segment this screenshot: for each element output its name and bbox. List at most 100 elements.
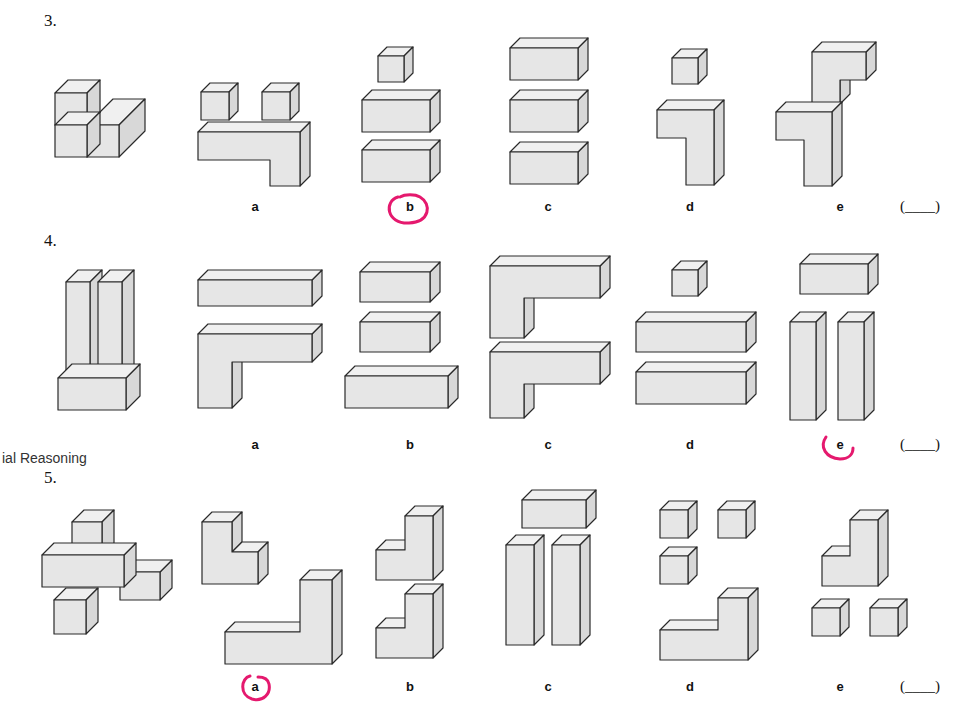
block-piece xyxy=(870,599,907,636)
block-piece xyxy=(198,270,322,306)
answer-blank: (____) xyxy=(900,678,940,695)
block-face xyxy=(510,142,588,152)
block-face xyxy=(198,280,312,306)
block-face xyxy=(746,501,755,538)
block-face xyxy=(262,92,290,120)
block-face xyxy=(345,376,448,408)
block-face xyxy=(490,342,610,352)
block-piece xyxy=(198,122,310,186)
block-face xyxy=(198,122,310,132)
block-piece xyxy=(66,270,102,378)
block-face xyxy=(229,83,238,120)
block-piece xyxy=(838,312,874,420)
block-face xyxy=(522,490,596,500)
block-face xyxy=(812,42,876,52)
block-face xyxy=(506,545,534,645)
option-letter: e xyxy=(836,438,843,452)
block-face xyxy=(86,588,98,634)
block-figures xyxy=(42,38,907,664)
block-face xyxy=(510,48,578,80)
block-face xyxy=(790,322,816,420)
block-face xyxy=(360,322,430,352)
block-face xyxy=(198,270,322,280)
block-face xyxy=(258,542,268,584)
block-piece xyxy=(506,535,544,645)
answer-blank: (____) xyxy=(900,436,940,453)
block-face xyxy=(376,516,433,580)
block-face xyxy=(490,352,600,418)
option-letter: e xyxy=(836,200,843,214)
block-piece xyxy=(225,570,342,664)
option-letter: a xyxy=(251,200,258,214)
block-piece xyxy=(362,140,440,182)
block-face xyxy=(657,100,724,110)
block-face xyxy=(345,366,458,376)
block-face xyxy=(840,599,849,636)
block-piece xyxy=(510,90,588,132)
block-face xyxy=(201,92,229,120)
block-piece xyxy=(510,142,588,184)
block-piece xyxy=(376,584,443,658)
block-face xyxy=(636,362,756,372)
block-face xyxy=(822,520,878,586)
block-piece xyxy=(660,588,758,660)
block-piece xyxy=(800,254,878,294)
block-piece xyxy=(345,366,458,408)
option-letter: e xyxy=(836,680,843,694)
block-face xyxy=(800,264,868,294)
block-face xyxy=(636,312,756,322)
block-face xyxy=(378,56,404,82)
block-face xyxy=(360,312,440,322)
block-piece xyxy=(201,83,238,120)
block-piece xyxy=(490,342,610,418)
block-face xyxy=(119,99,145,157)
block-face xyxy=(360,272,430,302)
answer-blank: (____) xyxy=(900,198,940,215)
block-face xyxy=(748,588,758,660)
section-heading: ial Reasoning xyxy=(2,451,87,466)
block-face xyxy=(636,322,746,352)
block-face xyxy=(672,58,698,84)
block-face xyxy=(534,535,544,645)
block-face xyxy=(510,100,578,132)
block-piece xyxy=(790,312,826,420)
block-piece xyxy=(198,324,322,408)
answer-marks xyxy=(243,195,853,700)
block-face xyxy=(816,312,826,420)
block-face xyxy=(580,535,590,645)
block-piece xyxy=(822,510,888,586)
block-face xyxy=(776,112,832,186)
block-face xyxy=(58,364,140,378)
block-face xyxy=(838,322,864,420)
block-face xyxy=(87,112,100,157)
block-piece xyxy=(812,599,849,636)
block-face xyxy=(362,140,440,150)
block-face xyxy=(870,608,898,636)
block-piece xyxy=(636,362,756,404)
answer-mark xyxy=(823,437,853,459)
block-face xyxy=(58,378,126,410)
block-face xyxy=(688,501,697,538)
block-piece xyxy=(376,506,443,580)
option-letter: b xyxy=(406,200,414,214)
answer-mark xyxy=(389,195,427,223)
block-face xyxy=(202,522,258,584)
block-face xyxy=(490,266,600,338)
block-face xyxy=(360,262,440,272)
block-face xyxy=(718,510,746,538)
block-face xyxy=(225,622,310,632)
block-piece xyxy=(657,100,724,185)
block-face xyxy=(404,47,413,82)
block-piece xyxy=(98,270,134,378)
block-face xyxy=(522,500,586,528)
option-letter: a xyxy=(251,438,258,452)
question-number: 5. xyxy=(44,469,57,488)
block-face xyxy=(490,256,610,266)
option-letter: a xyxy=(251,680,258,694)
option-letter: c xyxy=(544,200,551,214)
answer-mark xyxy=(243,676,270,700)
option-letter: b xyxy=(406,680,414,694)
block-face xyxy=(198,132,300,186)
